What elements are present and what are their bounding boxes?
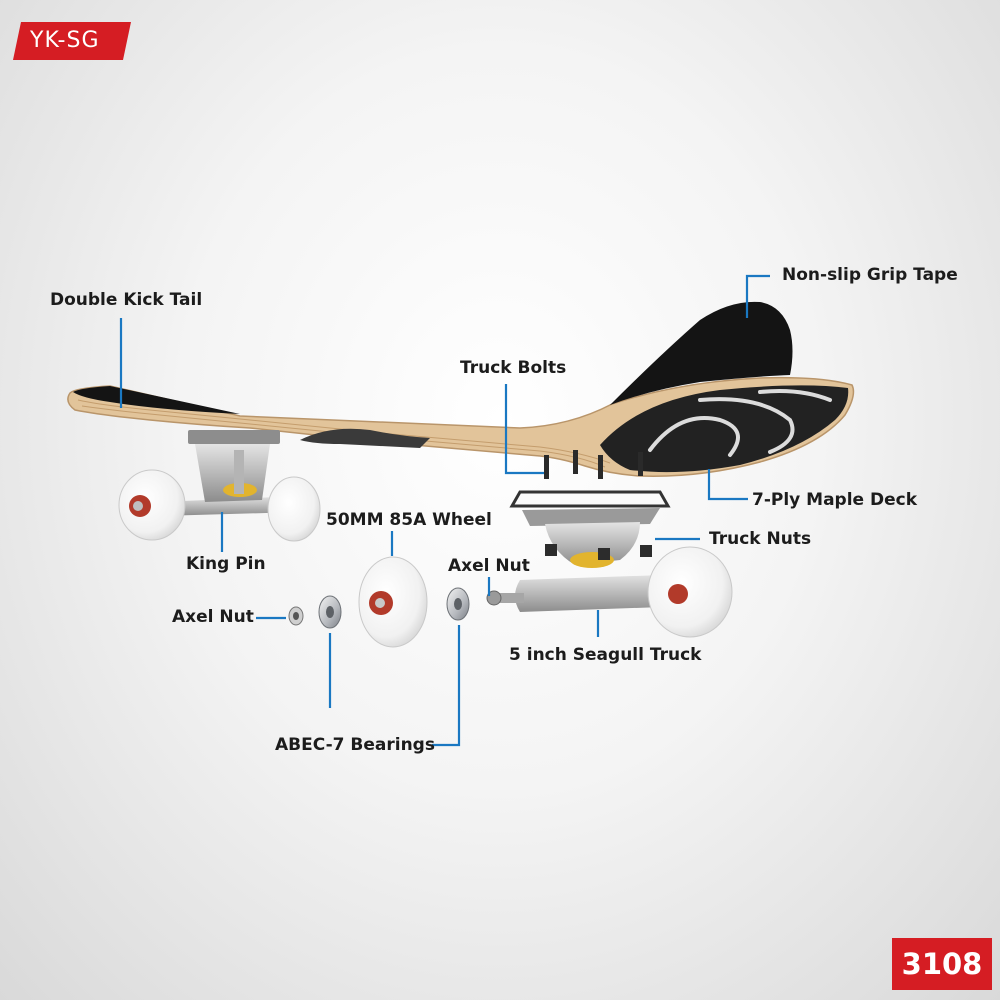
leader-grip-tape	[745, 274, 770, 318]
label-truck-bolts: Truck Bolts	[460, 358, 567, 378]
truck-bolt	[544, 455, 549, 479]
left-wheel-rear-axle	[133, 501, 143, 511]
label-truck-nuts: Truck Nuts	[709, 529, 812, 549]
label-bearings: ABEC-7 Bearings	[275, 735, 435, 755]
brand-logo-badge	[13, 22, 131, 60]
right-axle	[490, 593, 524, 603]
product-code: 3108	[901, 947, 983, 981]
deck-graphic-swirls	[648, 389, 832, 457]
truck-nut	[640, 545, 652, 557]
truck-bolt	[638, 452, 643, 476]
brand-logo-text: YK-SG	[30, 28, 100, 53]
leader-bearings-right	[432, 625, 461, 747]
axel-nut-left-hole	[293, 612, 299, 620]
truck-nut	[598, 548, 610, 560]
exploded-wheel-parts	[288, 556, 470, 648]
label-seagull-truck: 5 inch Seagull Truck	[509, 645, 702, 665]
leader-lines	[119, 274, 770, 747]
truck-bolt	[598, 455, 603, 479]
label-double-kick-tail: Double Kick Tail	[50, 290, 203, 310]
left-wheel-front	[267, 476, 321, 542]
bearing-right-center	[454, 598, 462, 610]
skateboard-deck	[67, 301, 855, 477]
label-non-slip-grip-tape: Non-slip Grip Tape	[782, 265, 958, 285]
loose-wheel-hub	[375, 598, 385, 608]
maple-ply-lines	[77, 399, 611, 468]
left-baseplate	[188, 430, 280, 444]
truck-nut	[545, 544, 557, 556]
label-axel-nut-left: Axel Nut	[172, 607, 254, 627]
riser-pad	[509, 490, 671, 508]
nose-grip-tape	[610, 301, 793, 405]
left-wheel-rear	[118, 469, 186, 541]
left-truck-hanger	[157, 496, 303, 516]
truck-bolt	[573, 450, 578, 474]
axel-nut-right-part	[486, 590, 502, 606]
right-baseplate	[522, 508, 660, 526]
leader-maple-deck	[707, 469, 748, 501]
leader-truck-bolts	[504, 384, 544, 475]
label-king-pin: King Pin	[186, 554, 266, 574]
label-axel-nut-right: Axel Nut	[448, 556, 530, 576]
truck-bolts	[544, 450, 643, 479]
right-truck-assembly	[486, 508, 733, 638]
deck-graphic-left	[300, 428, 430, 448]
king-pin	[234, 450, 244, 494]
label-wheel: 50MM 85A Wheel	[326, 510, 492, 530]
loose-wheel	[358, 556, 428, 648]
right-wheel-core	[668, 584, 688, 604]
left-truck-assembly	[118, 430, 321, 542]
deck-graphic	[600, 385, 849, 473]
product-code-badge	[892, 938, 992, 990]
bearing-left-center	[326, 606, 334, 618]
right-truck-body	[545, 522, 640, 565]
tail-grip-tape	[73, 386, 240, 414]
label-maple-deck: 7-Ply Maple Deck	[752, 490, 918, 510]
right-wheel	[647, 546, 733, 638]
